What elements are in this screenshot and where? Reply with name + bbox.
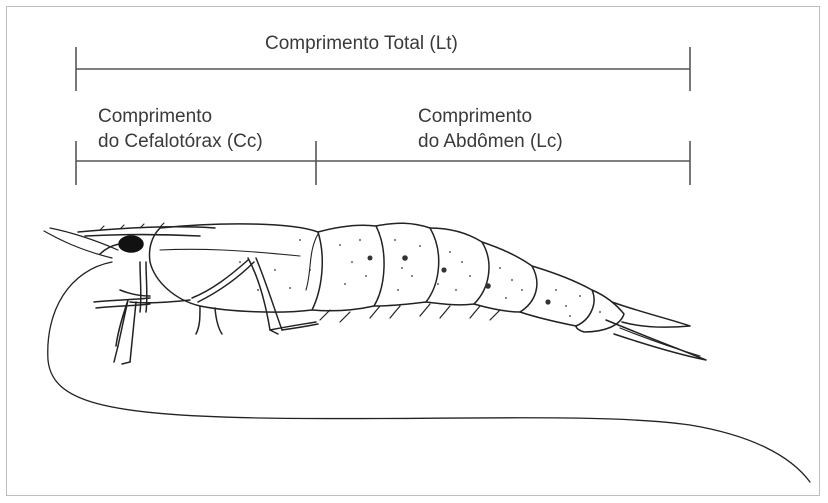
abdomen-label-line2: do Abdômen (Lc) — [418, 130, 563, 154]
shrimp-illustration — [44, 223, 810, 482]
cephalothorax-label-line1: Comprimento — [98, 105, 212, 129]
total-length-label: Comprimento Total (Lt) — [265, 32, 458, 56]
cephalothorax-label-line2: do Cefalotórax (Cc) — [98, 130, 263, 154]
stipple-texture — [239, 239, 601, 317]
abdomen-label-line1: Comprimento — [418, 105, 532, 129]
